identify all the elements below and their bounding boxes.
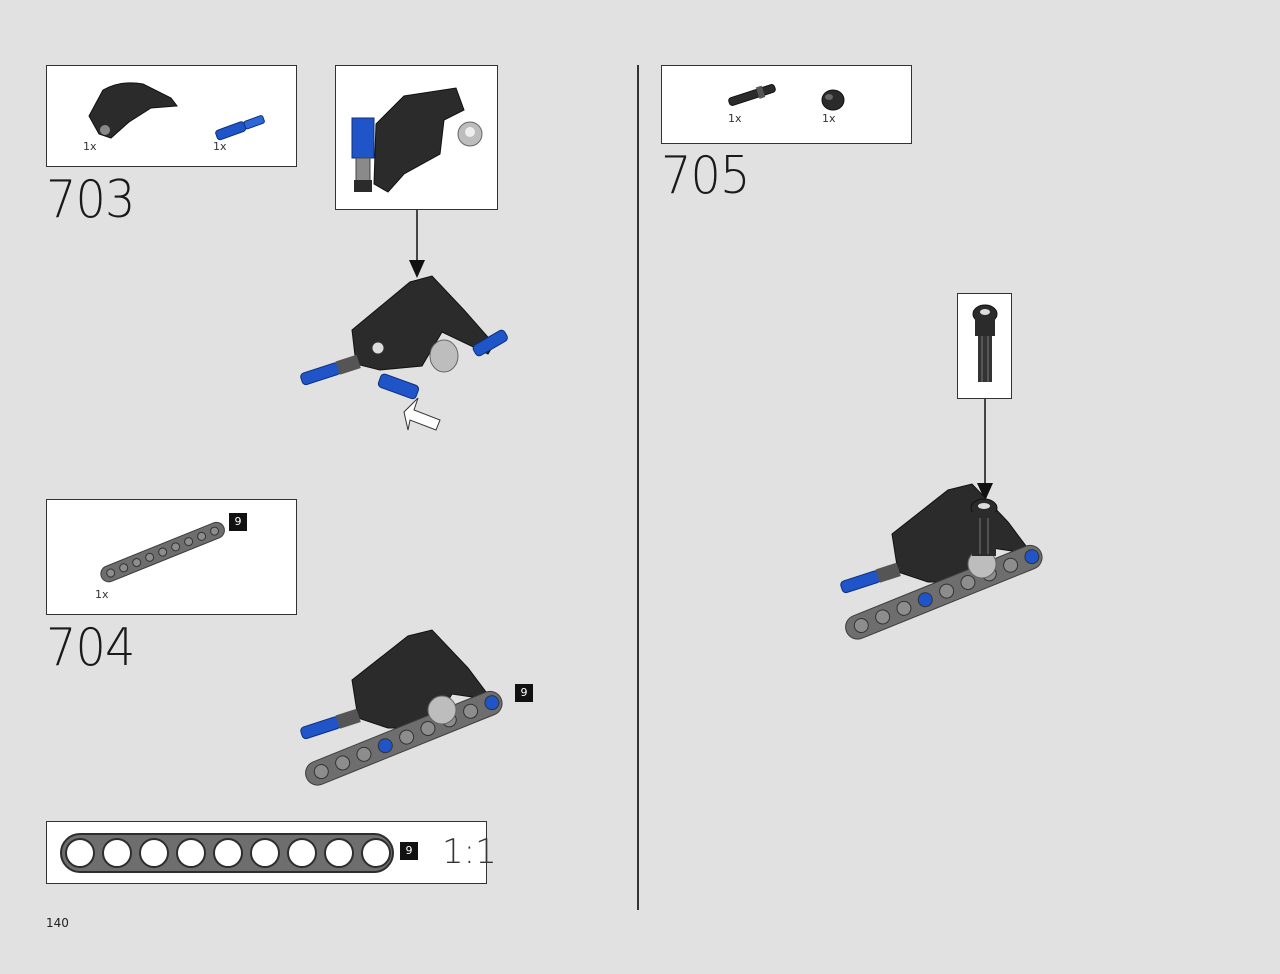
push-hint-arrow [403,397,441,431]
ruler-length-badge: 9 [400,842,418,860]
black-bush-icon [821,89,845,111]
step-704-assembly [300,629,503,786]
step-703-assembly [300,275,508,431]
page-number: 140 [46,916,69,930]
black-panel-piece-icon [88,82,178,139]
part-qty: 1x [822,112,836,125]
step-704-parts-box: 1x 9 [46,499,297,615]
step-705-parts-box: 1x 1x [661,65,912,144]
beam-1-to-1-icon [60,833,394,873]
subassembly-callout [335,65,498,210]
scale-label: 1:1 [442,832,497,872]
step-703-parts-box: 1x 1x [46,65,297,167]
beam-length-badge: 9 [229,513,247,531]
blue-pin-with-axle-icon [215,115,265,141]
callout-length-badge: 9 [515,684,533,702]
step-705-assembly [840,483,1043,640]
grey-9-hole-beam-icon [100,521,225,583]
part-qty: 1x [83,140,97,153]
axle-with-bush-icon [972,304,998,382]
scale-ruler-box: 9 1:1 [46,821,497,884]
assembly-arrow [409,210,425,278]
part-qty: 1x [213,140,227,153]
step-number: 704 [46,618,135,678]
part-qty: 1x [95,588,109,601]
page-divider [637,65,639,910]
subassembly-callout [957,293,1012,399]
black-axle-icon [728,84,776,106]
step-number: 705 [661,146,750,206]
step-number: 703 [46,170,135,230]
panel-with-pin-icon [351,87,483,193]
assembly-arrow [977,399,993,501]
part-qty: 1x [728,112,742,125]
